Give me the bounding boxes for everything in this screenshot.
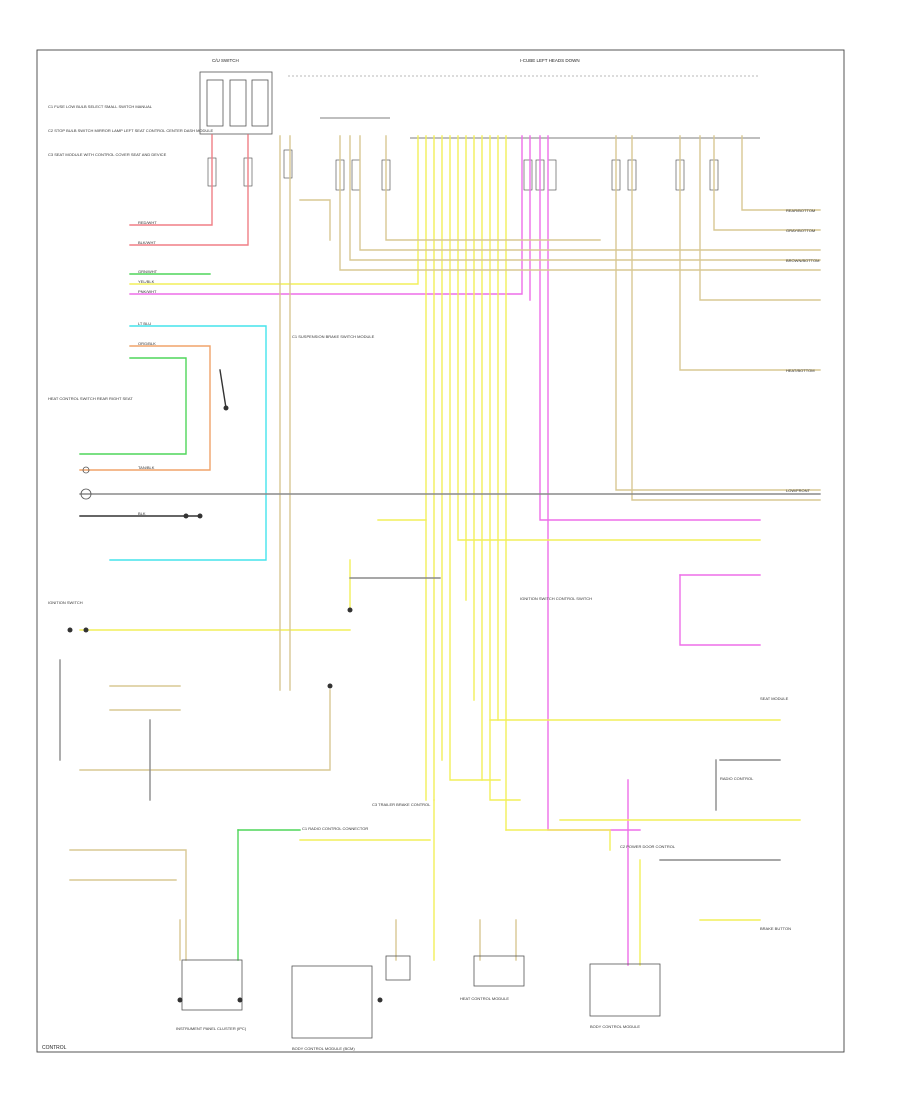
orange-wires — [79, 345, 211, 471]
svg-text:RED/WHT: RED/WHT — [138, 220, 157, 225]
svg-text:INSTRUMENT PANEL CLUSTER (IPC): INSTRUMENT PANEL CLUSTER (IPC) — [176, 1026, 247, 1031]
svg-text:ORG/BLK: ORG/BLK — [138, 341, 156, 346]
svg-text:BROWN/BOTTOM: BROWN/BOTTOM — [786, 258, 819, 263]
yellow-wires — [79, 135, 801, 966]
svg-text:IGNITION SWITCH CONTROL SWITCH: IGNITION SWITCH CONTROL SWITCH — [520, 596, 592, 601]
instrument-cluster-box — [181, 959, 243, 1011]
svg-text:C3 TRAILER BRAKE CONTROL: C3 TRAILER BRAKE CONTROL — [372, 802, 431, 807]
svg-text:GRN/WHT: GRN/WHT — [138, 269, 158, 274]
svg-text:BODY CONTROL MODULE: BODY CONTROL MODULE — [590, 1024, 640, 1029]
svg-text:PNK/WHT: PNK/WHT — [138, 289, 157, 294]
svg-text:IGNITION SWITCH: IGNITION SWITCH — [48, 600, 83, 605]
svg-text:LT BLU: LT BLU — [138, 321, 151, 326]
middle-notes: C1 SUSPENSION BRAKE SWITCH MODULE C3 TRA… — [48, 334, 676, 849]
svg-text:C1 RADIO CONTROL CONNECTOR: C1 RADIO CONTROL CONNECTOR — [302, 826, 368, 831]
svg-text:BRAKE BUTTON: BRAKE BUTTON — [760, 926, 791, 931]
svg-text:C1 SUSPENSION BRAKE SWITCH MOD: C1 SUSPENSION BRAKE SWITCH MODULE — [292, 334, 375, 339]
svg-text:C3 SEAT MODULE WITH CONTROL CO: C3 SEAT MODULE WITH CONTROL COVER SEAT A… — [48, 152, 167, 157]
left-switches — [67, 369, 229, 633]
svg-text:BODY CONTROL MODULE (BCM): BODY CONTROL MODULE (BCM) — [292, 1046, 355, 1051]
heat-module-box — [589, 963, 661, 1017]
svg-text:HEAT CONTROL SWITCH REAR RIGHT: HEAT CONTROL SWITCH REAR RIGHT SEAT — [48, 396, 133, 401]
pink-wires — [129, 135, 761, 966]
svg-text:HEAT CONTROL MODULE: HEAT CONTROL MODULE — [460, 996, 509, 1001]
left-notes: C1 FUSE LOW BULB SELECT SMALL SWITCH MAN… — [48, 104, 214, 401]
footer-label: CONTROL — [42, 1045, 67, 1051]
title-top-right: I-CUBE LEFT HEADS DOWN — [520, 58, 580, 63]
component-labels: INSTRUMENT PANEL CLUSTER (IPC) BODY CONT… — [176, 696, 791, 1051]
connector-blocks — [207, 149, 719, 191]
svg-text:RADIO CONTROL: RADIO CONTROL — [720, 776, 754, 781]
svg-text:REAR/BOTTOM: REAR/BOTTOM — [786, 208, 815, 213]
svg-text:GRAY/BOTTOM: GRAY/BOTTOM — [786, 228, 815, 233]
svg-text:TAN/BLK: TAN/BLK — [138, 465, 155, 470]
cyan-wires — [109, 325, 267, 561]
svg-text:C1 FUSE LOW BULB SELECT SMALL: C1 FUSE LOW BULB SELECT SMALL SWITCH MAN… — [48, 104, 153, 109]
svg-text:HEAT/BOTTOM: HEAT/BOTTOM — [786, 368, 815, 373]
gray-wires — [59, 493, 821, 861]
svg-text:C2 STOP BULB SWITCH MIRROR LAM: C2 STOP BULB SWITCH MIRROR LAMP LEFT SEA… — [48, 128, 214, 133]
wire-color-tags: RED/WHT BLK/WHT GRN/WHT YEL/BLK PNK/WHT … — [138, 220, 158, 516]
bottom-components — [181, 955, 661, 1039]
title-top-left: C/U SWITCH — [212, 58, 239, 63]
right-seat-box — [473, 955, 525, 987]
ground-points — [177, 607, 383, 1003]
svg-text:YEL/BLK: YEL/BLK — [138, 279, 155, 284]
ignition-switch-box — [199, 71, 273, 135]
svg-text:SEAT MODULE: SEAT MODULE — [760, 696, 789, 701]
svg-text:BLK/WHT: BLK/WHT — [138, 240, 156, 245]
red-wires — [129, 134, 249, 246]
svg-text:C2 POWER DOOR CONTROL: C2 POWER DOOR CONTROL — [620, 844, 676, 849]
right-side-tags: REAR/BOTTOM GRAY/BOTTOM BROWN/BOTTOM HEA… — [786, 208, 819, 493]
radio-module-box — [291, 965, 373, 1039]
svg-text:LOW/FRONT: LOW/FRONT — [786, 488, 811, 493]
diagram-frame — [36, 49, 845, 1053]
left-seat-box — [385, 955, 411, 981]
green-wires — [79, 273, 301, 961]
tan-wires — [69, 135, 821, 961]
top-module-connectors — [288, 75, 760, 139]
svg-text:BLK: BLK — [138, 511, 146, 516]
